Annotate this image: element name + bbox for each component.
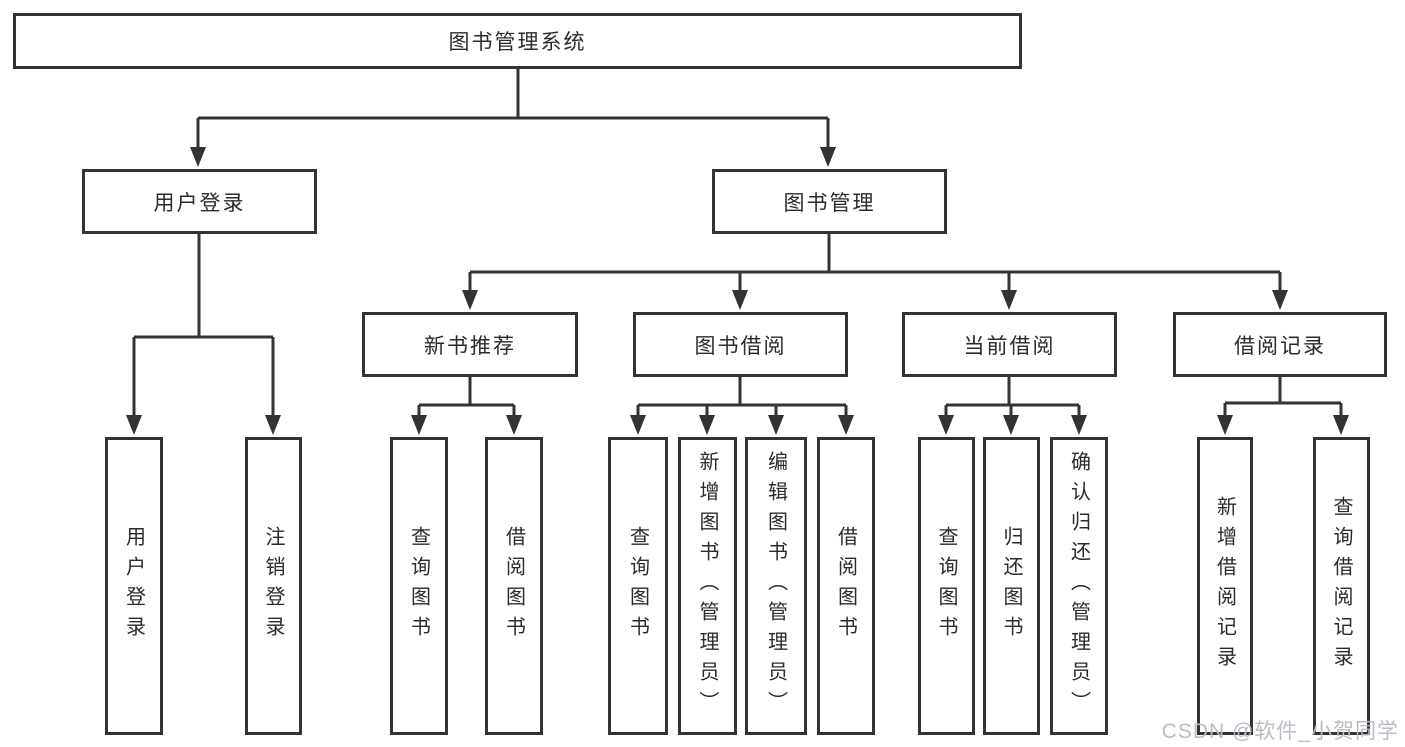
leaf-label: 确认归还（管理员） [1067,451,1090,721]
node-label: 图书管理系统 [448,31,587,54]
leaf-label: 编辑图书（管理员） [764,451,787,721]
leaf-label: 用户登录 [122,526,145,646]
leaf-user-login: 用户登录 [105,437,163,735]
arrow-down-icon [732,290,748,310]
arrow-down-icon [820,147,836,167]
node-book-borrowing: 图书借阅 [633,312,848,377]
leaf-label: 归还图书 [1000,526,1022,646]
leaf-confirm-return-admin: 确认归还（管理员） [1050,437,1108,735]
leaf-label: 查询图书 [626,526,649,646]
arrow-down-icon [1333,415,1349,435]
leaf-label: 查询图书 [407,526,430,646]
arrow-down-icon [462,290,478,310]
leaf-label: 新增图书（管理员） [696,451,718,721]
arrow-down-icon [411,415,427,435]
leaf-label: 注销登录 [262,526,284,646]
arrow-down-icon [1217,415,1233,435]
arrow-down-icon [126,415,142,435]
leaf-borrow-books-recommend: 借阅图书 [485,437,543,735]
node-current-borrowing: 当前借阅 [902,312,1117,377]
node-label: 新书推荐 [424,334,516,358]
arrow-down-icon [265,415,281,435]
leaf-label: 查询借阅记录 [1330,496,1352,676]
node-label: 当前借阅 [963,334,1056,358]
node-new-book-recommendation: 新书推荐 [362,312,578,377]
arrow-down-icon [506,415,522,435]
arrow-down-icon [699,415,715,435]
arrow-down-icon [1003,415,1019,435]
node-root: 图书管理系统 [13,13,1022,69]
leaf-label: 借阅图书 [502,526,525,646]
leaf-edit-book-admin: 编辑图书（管理员） [745,437,807,735]
leaf-query-books-current: 查询图书 [918,437,975,735]
leaf-add-borrow-record: 新增借阅记录 [1197,437,1253,735]
node-label: 图书管理 [783,191,876,215]
leaf-query-books-borrow: 查询图书 [608,437,668,735]
leaf-borrow-books: 借阅图书 [817,437,875,735]
arrow-down-icon [190,147,206,167]
node-label: 图书借阅 [694,334,787,358]
arrow-down-icon [768,415,784,435]
watermark: CSDN @软件_小贺同学 [1161,720,1399,743]
arrow-down-icon [630,415,646,435]
node-book-management: 图书管理 [712,169,947,234]
node-borrowing-records: 借阅记录 [1173,312,1387,377]
leaf-query-books-recommend: 查询图书 [390,437,448,735]
arrow-down-icon [838,415,854,435]
leaf-query-borrow-record: 查询借阅记录 [1313,437,1370,735]
arrow-down-icon [1272,290,1288,310]
node-label: 用户登录 [153,191,246,215]
leaf-label: 借阅图书 [834,526,857,646]
node-label: 借阅记录 [1234,334,1326,358]
arrow-down-icon [1001,290,1017,310]
arrow-down-icon [938,415,954,435]
leaf-label: 查询图书 [935,526,957,646]
leaf-logout: 注销登录 [245,437,302,735]
connector-line [132,69,1343,420]
leaf-label: 新增借阅记录 [1213,496,1236,676]
node-user-login: 用户登录 [82,169,317,234]
arrow-down-icon [1071,415,1087,435]
leaf-return-books: 归还图书 [983,437,1040,735]
leaf-add-book-admin: 新增图书（管理员） [678,437,737,735]
